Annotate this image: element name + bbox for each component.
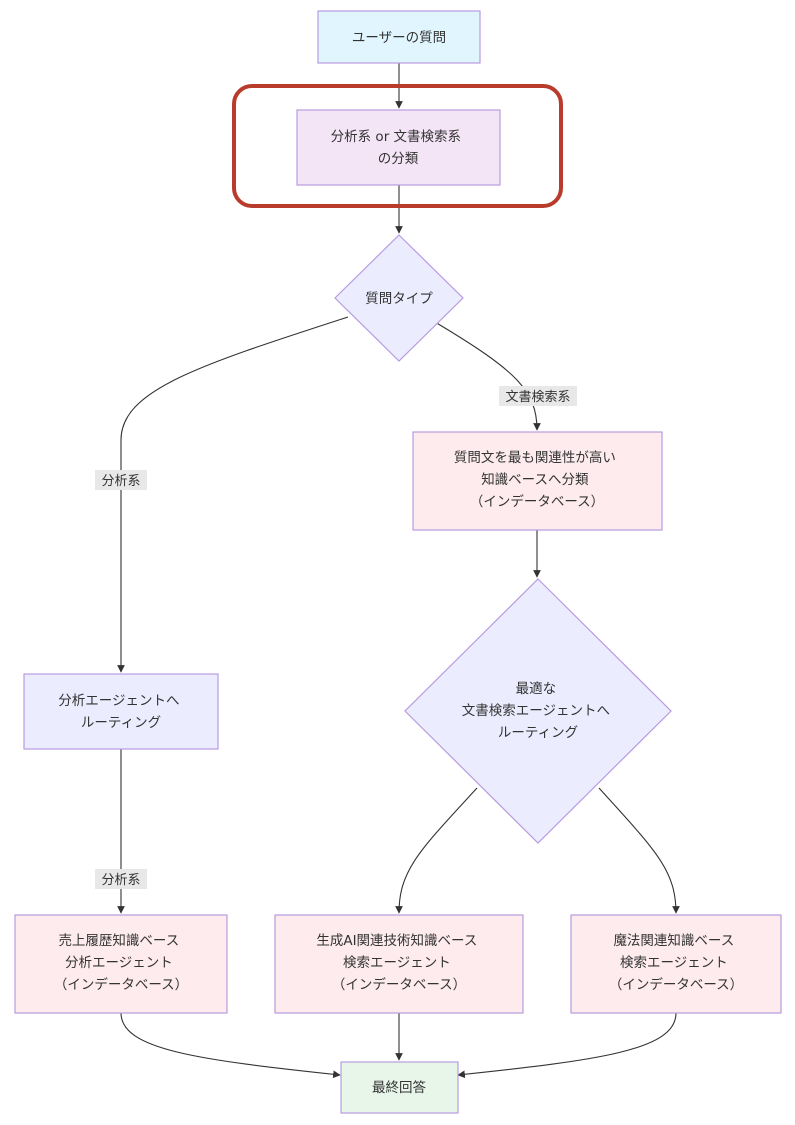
edge-label-analysis-1: 分析系 <box>95 470 147 490</box>
edge-label-doc-search: 文書検索系 <box>499 386 577 406</box>
svg-text:分析系 or 文書検索系 の分類: 分析系 or 文書検索系 の分類 <box>331 129 466 167</box>
node-classify-line-1: 分析系 or 文書検索系 <box>331 129 461 145</box>
edges <box>117 63 680 1079</box>
node-final-answer-line-1: 最終回答 <box>372 1079 426 1096</box>
node-classify: 分析系 or 文書検索系 の分類 <box>296 109 501 186</box>
node-genai-agent: 生成AI関連技術知識ベース 検索エージェント （インデータベース） <box>274 914 524 1014</box>
svg-text:ユーザーの質問: ユーザーの質問 <box>352 30 446 46</box>
node-optimal-route: 最適な 文書検索エージェントへ ルーティング <box>404 578 672 844</box>
node-kb-classify: 質問文を最も関連性が高い 知識ベースへ分類 （インデータベース） <box>412 431 663 531</box>
node-sales-agent-line-3: （インデータベース） <box>54 976 188 993</box>
node-optimal-route-line-2: 文書検索エージェントへ <box>462 703 610 719</box>
node-genai-agent-line-3: （インデータベース） <box>332 976 466 993</box>
svg-text:質問文を最も関連性が高い 知識ベースへ分類: 質問文を最も関連性が高い 知識ベースへ分類 （インデータベース） <box>454 449 620 510</box>
node-sales-agent-line-2: 分析エージェント <box>65 955 173 971</box>
node-optimal-route-line-1: 最適な <box>516 680 557 697</box>
svg-text:売上履歴知識ベース 分析エージェント: 売上履歴知識ベース 分析エージェント （インデータベース） <box>54 932 188 993</box>
edge-type-to-route-analysis <box>117 316 349 673</box>
node-genai-agent-line-2: 検索エージェント <box>343 955 451 971</box>
svg-text:最適な 文書検索エージェントへ ルー: 最適な 文書検索エージェントへ ルーティング <box>462 680 615 741</box>
edge-label-analysis-1-text: 分析系 <box>101 474 140 489</box>
node-kb-classify-line-2: 知識ベースへ分類 <box>481 471 589 488</box>
edge-label-analysis-2: 分析系 <box>95 869 147 889</box>
edge-label-analysis-2-text: 分析系 <box>101 873 140 888</box>
node-route-analysis-line-1: 分析エージェントへ <box>58 693 179 709</box>
edge-type-to-kb-classify <box>434 321 541 431</box>
edge-magic-to-final <box>457 1012 677 1079</box>
node-magic-agent-line-3: （インデータベース） <box>609 976 743 993</box>
node-magic-agent-line-1: 魔法関連知識ベース <box>613 932 734 949</box>
svg-text:質問タイプ: 質問タイプ <box>365 291 433 307</box>
node-route-analysis: 分析エージェントへ ルーティング <box>23 673 219 750</box>
node-question-type: 質問タイプ <box>334 234 464 362</box>
node-optimal-route-line-3: ルーティング <box>498 725 578 741</box>
node-route-analysis-line-2: ルーティング <box>81 715 161 731</box>
node-classify-line-2: の分類 <box>378 151 419 167</box>
highlight-frame <box>232 84 563 208</box>
node-user-question-line-1: ユーザーの質問 <box>352 30 446 46</box>
edge-sales-to-final <box>120 1012 341 1079</box>
svg-text:生成AI関連技術知識ベース 検索エージェント: 生成AI関連技術知識ベース 検索エージェント （インデータベース） <box>316 932 481 993</box>
svg-text:魔法関連知識ベース 検索エージェント: 魔法関連知識ベース 検索エージェント （インデータベース） <box>609 932 743 993</box>
node-magic-agent-line-2: 検索エージェント <box>620 955 728 971</box>
node-final-answer: 最終回答 <box>340 1061 459 1114</box>
svg-text:最終回答: 最終回答 <box>372 1079 426 1096</box>
node-genai-agent-line-1: 生成AI関連技術知識ベース <box>316 932 477 949</box>
node-sales-agent-line-1: 売上履歴知識ベース <box>58 932 179 949</box>
edge-optimal-to-magic <box>598 787 680 914</box>
node-question-type-line-1: 質問タイプ <box>365 291 433 307</box>
svg-text:分析エージェントへ ルーティング: 分析エージェントへ ルーティング <box>58 693 184 731</box>
edge-optimal-to-genai <box>395 787 478 914</box>
node-magic-agent: 魔法関連知識ベース 検索エージェント （インデータベース） <box>570 914 782 1014</box>
node-user-question: ユーザーの質問 <box>317 10 481 64</box>
node-kb-classify-line-1: 質問文を最も関連性が高い <box>454 449 616 466</box>
node-sales-agent: 売上履歴知識ベース 分析エージェント （インデータベース） <box>14 914 228 1014</box>
node-kb-classify-line-3: （インデータベース） <box>470 493 604 510</box>
edge-label-doc-search-text: 文書検索系 <box>505 390 570 405</box>
